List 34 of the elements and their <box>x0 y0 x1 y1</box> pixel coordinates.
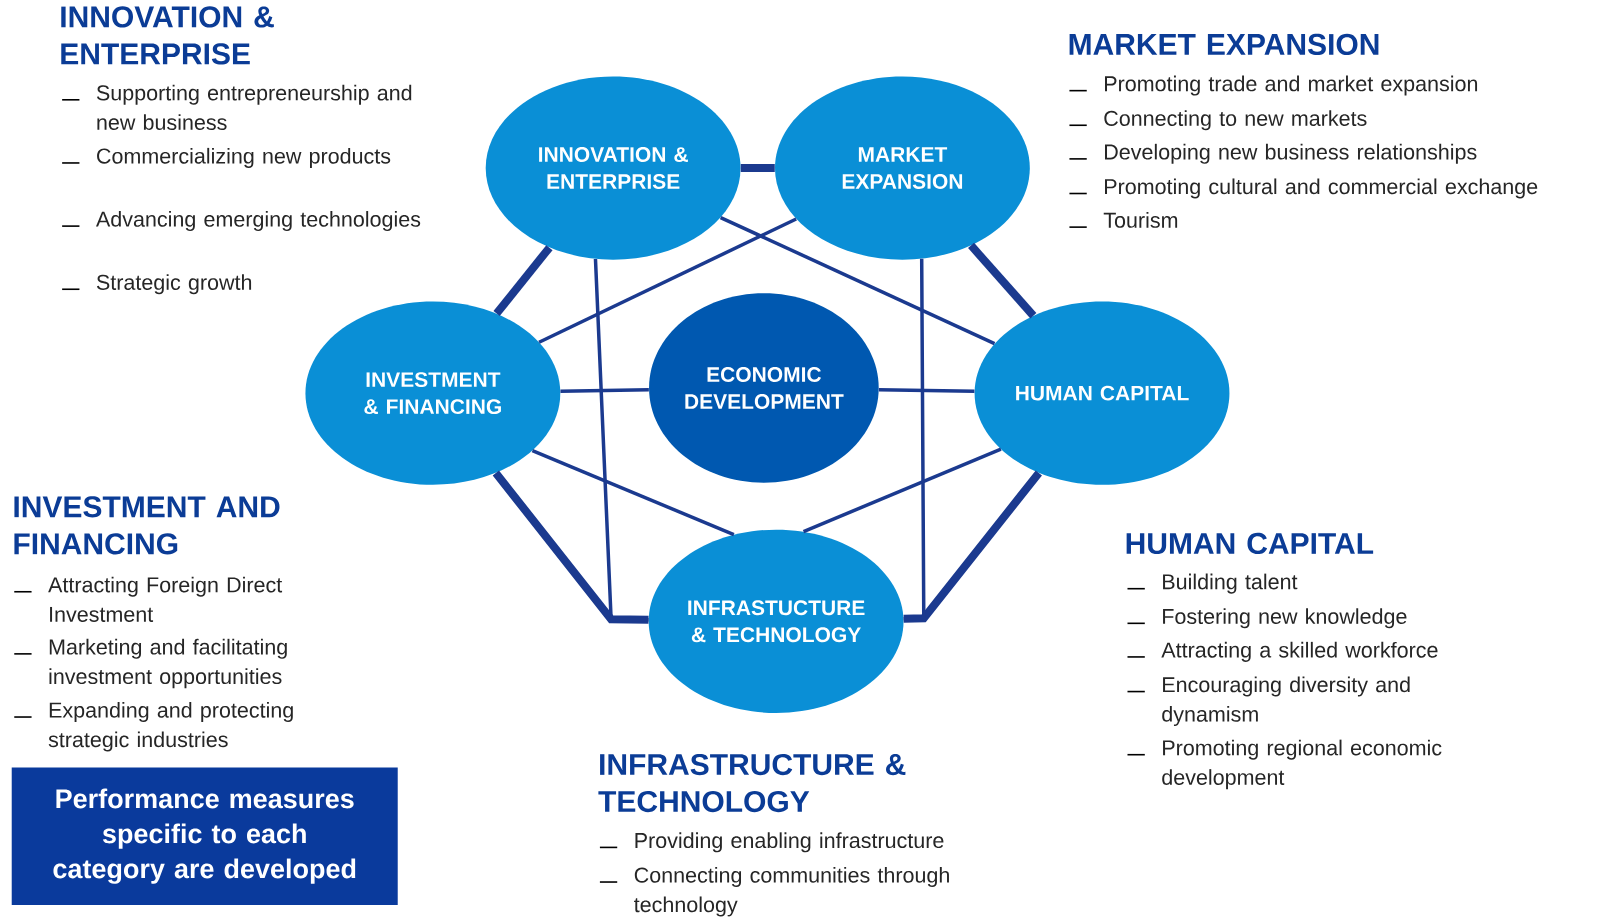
connector-line <box>531 449 735 537</box>
connector-line <box>968 242 1037 319</box>
connector-line <box>493 245 553 317</box>
connector-line <box>593 258 649 622</box>
bullet-text: Tourism <box>1103 212 1178 228</box>
section-heading: MARKET EXPANSION <box>1069 33 1379 56</box>
bullet-text: Strategic growth <box>96 274 252 295</box>
bullet-text: Marketing and facilitating investment opportunities <box>49 638 287 689</box>
bullet-text: Promoting regional economic development <box>1162 739 1442 790</box>
section-heading: INVESTMENT AND FINANCING <box>14 496 280 555</box>
bullet-text: Connecting to new markets <box>1104 110 1367 131</box>
bullet-text: Attracting Foreign Direct Investment <box>48 576 283 622</box>
connector-line <box>903 258 926 621</box>
bullet-text: Commercializing new products <box>97 147 391 168</box>
connector-line <box>719 215 996 346</box>
bullet-text: Promoting cultural and commercial exchange <box>1105 178 1538 199</box>
section-heading: INFRASTRUCTURE & TECHNOLOGY <box>598 753 906 813</box>
bullet-text: Fostering new knowledge <box>1163 608 1407 629</box>
bullet-text: Promoting trade and market expansion <box>1105 75 1478 96</box>
bullet-text: Supporting entrepreneurship and new business <box>96 84 412 130</box>
bullet-text: Advancing emerging technologies <box>96 211 421 232</box>
section-heading: HUMAN CAPITAL <box>1126 532 1374 555</box>
bullet-text: Building talent <box>1163 573 1298 594</box>
bullet-text: Connecting communities through technology <box>634 866 949 917</box>
section-heading: INNOVATION & ENTERPRISE <box>61 6 274 65</box>
callout-box: Performance measures specific to each category are developed <box>11 767 398 905</box>
connector-line <box>802 447 1002 534</box>
bullet-text: Providing enabling infrastructure <box>635 832 944 853</box>
bullet-text: Attracting a skilled workforce <box>1161 641 1438 662</box>
connector-line <box>560 388 649 393</box>
bullet-text: Encouraging diversity and dynamism <box>1162 676 1410 727</box>
connector-line <box>538 217 797 344</box>
bullet-text: Developing new business relationships <box>1105 143 1477 164</box>
connector-line <box>878 388 975 393</box>
